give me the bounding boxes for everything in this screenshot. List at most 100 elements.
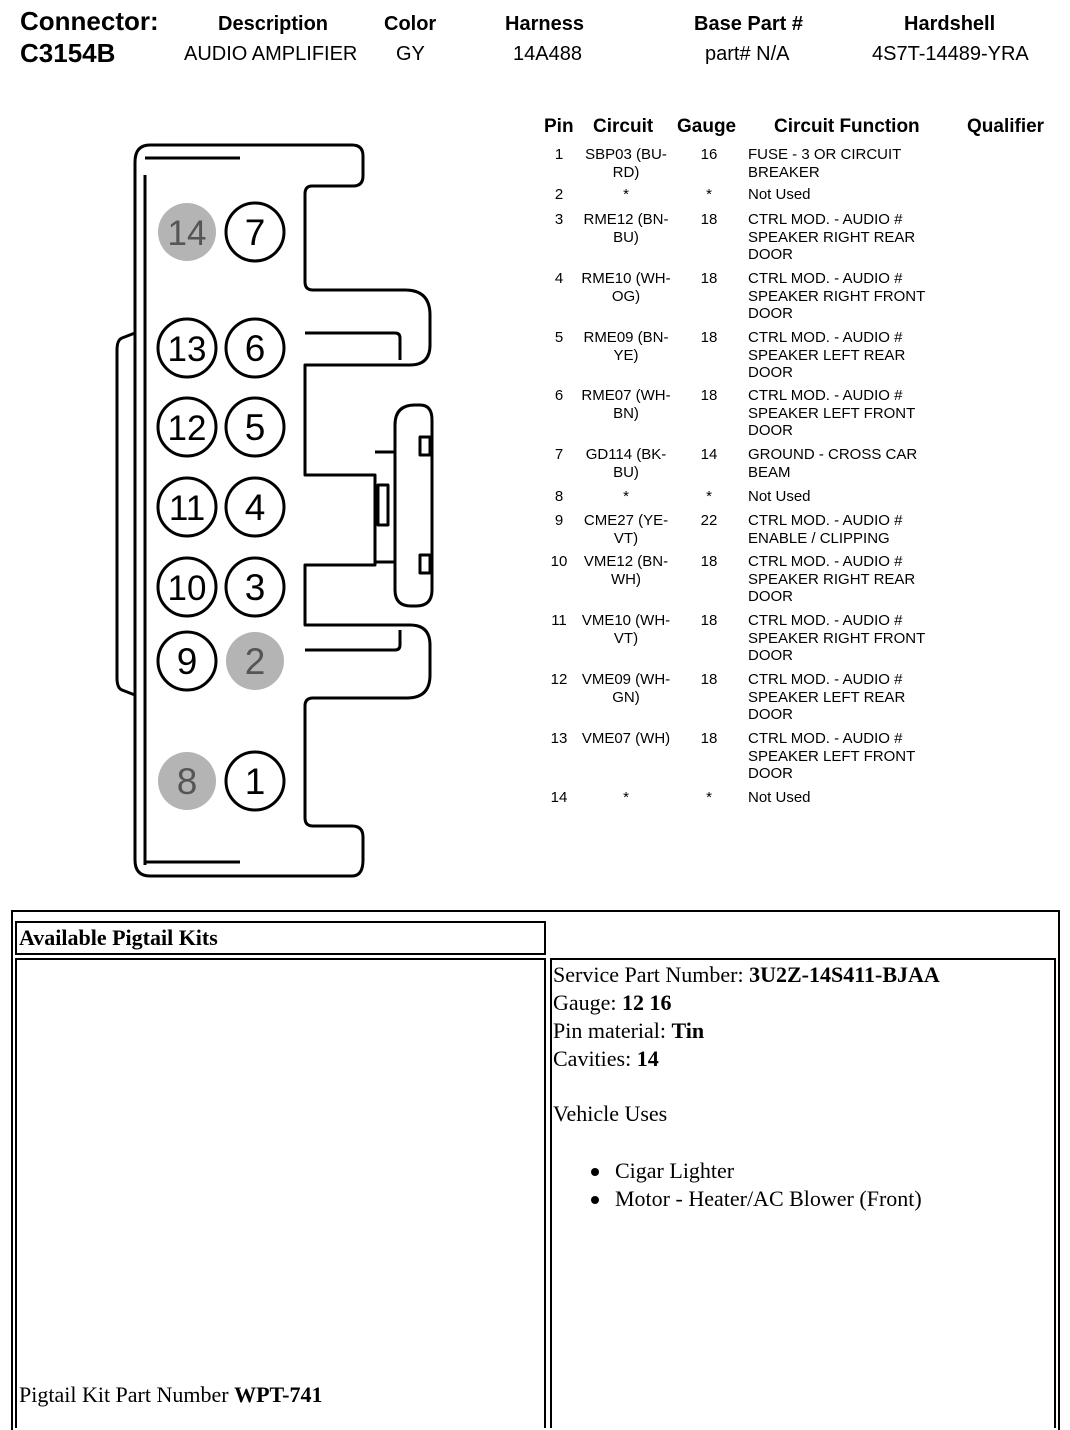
cavity-circle: [156, 396, 218, 458]
pin-number: 7: [554, 446, 564, 463]
circuit-function: GROUND - CROSS CAR BEAM: [748, 446, 918, 481]
circuit-function: CTRL MOD. - AUDIO # SPEAKER LEFT FRONT D…: [748, 730, 915, 782]
service-part-row: Service Part Number: 3U2Z-14S411-BJAA: [553, 962, 940, 988]
vehicle-use-item: Motor - Heater/AC Blower (Front): [615, 1186, 922, 1211]
wire-gauge: *: [706, 789, 712, 806]
kit-part-value: WPT-741: [234, 1382, 323, 1407]
pin-number: 9: [554, 512, 564, 529]
circuit-function: CTRL MOD. - AUDIO # SPEAKER RIGHT FRONT …: [748, 612, 925, 664]
wire-gauge: 18: [700, 387, 718, 404]
cavity-number: 8: [177, 761, 198, 802]
pin-material-value: Tin: [671, 1018, 705, 1043]
cavity-circle: [226, 632, 284, 690]
color-header: Color: [384, 13, 437, 35]
description-value: AUDIO AMPLIFIER: [184, 43, 358, 65]
service-part-label: Service Part Number:: [553, 962, 744, 987]
wire-gauge: 18: [700, 671, 718, 688]
gauge-label: Gauge:: [553, 990, 617, 1015]
cavity-14: 14: [158, 203, 216, 261]
pin-number: 10: [550, 553, 568, 570]
cavity-13: 13: [156, 317, 218, 379]
cavity-8: 8: [158, 752, 216, 810]
cavity-circle: [158, 752, 216, 810]
pin-material-row: Pin material: Tin: [553, 1018, 704, 1044]
circuit-function: CTRL MOD. - AUDIO # SPEAKER RIGHT REAR D…: [748, 211, 916, 263]
cavity-number: 5: [245, 407, 266, 448]
cavity-circle: [224, 317, 286, 379]
cavity-2: 2: [226, 632, 284, 690]
pin-number: 5: [554, 329, 564, 346]
circuit-name: RME09 (BN-YE): [583, 329, 669, 364]
wire-gauge: 18: [700, 211, 718, 228]
circuit-function: Not Used: [748, 789, 811, 806]
cavity-circle: [224, 396, 286, 458]
cavity-number: 10: [168, 569, 207, 608]
pin-number: 8: [554, 488, 564, 505]
gauge-column-header: Gauge: [677, 116, 737, 137]
wire-gauge: 18: [700, 612, 718, 629]
circuit-function: CTRL MOD. - AUDIO # SPEAKER LEFT REAR DO…: [748, 329, 906, 381]
cavities-value: 14: [636, 1046, 659, 1071]
gauge-row: Gauge: 12 16: [553, 990, 672, 1016]
circuit-function: Not Used: [748, 488, 811, 505]
function-column-header: Circuit Function: [774, 116, 920, 137]
pin-number: 1: [554, 146, 564, 163]
circuit-name: RME07 (WH-BN): [581, 387, 671, 422]
cavity-number: 3: [245, 567, 266, 608]
pigtail-details-box: [550, 958, 1056, 1428]
circuit-function: CTRL MOD. - AUDIO # ENABLE / CLIPPING: [748, 512, 903, 547]
pin-number: 2: [554, 186, 564, 203]
circuit-name: RME10 (WH-OG): [581, 270, 671, 305]
circuit-name: VME09 (WH-GN): [581, 671, 671, 706]
pin-number: 13: [550, 730, 568, 747]
qualifier-column-header: Qualifier: [967, 116, 1045, 137]
wire-gauge: 14: [700, 446, 718, 463]
circuit-name: VME07 (WH): [581, 730, 671, 747]
pin-number: 14: [550, 789, 568, 806]
circuit-name: VME12 (BN-WH): [583, 553, 669, 588]
cavity-circle: [158, 203, 216, 261]
bullet-icon: [591, 1196, 599, 1204]
cavity-5: 5: [224, 396, 286, 458]
cavity-circle: [224, 201, 286, 263]
cavity-number: 14: [168, 214, 207, 253]
cavity-number: 9: [177, 641, 198, 682]
circuit-function: FUSE - 3 OR CIRCUIT BREAKER: [748, 146, 902, 181]
circuit-function: CTRL MOD. - AUDIO # SPEAKER LEFT REAR DO…: [748, 671, 906, 723]
circuit-name: CME27 (YE-VT): [583, 512, 669, 547]
hardshell-header: Hardshell: [904, 13, 996, 35]
cavity-9: 9: [156, 630, 218, 692]
kit-part-label: Pigtail Kit Part Number: [19, 1382, 229, 1407]
pin-material-label: Pin material:: [553, 1018, 667, 1043]
pin-column-header: Pin: [544, 116, 574, 137]
circuit-function: CTRL MOD. - AUDIO # SPEAKER RIGHT REAR D…: [748, 553, 916, 605]
service-part-value: 3U2Z-14S411-BJAA: [749, 962, 940, 987]
circuit-name: GD114 (BK-BU): [585, 446, 667, 481]
cavity-number: 11: [169, 489, 205, 528]
wire-gauge: *: [706, 186, 712, 203]
cavity-circle: [156, 317, 218, 379]
cavity-number: 13: [168, 330, 207, 369]
cavity-number: 2: [245, 641, 266, 682]
circuit-name: SBP03 (BU-RD): [585, 146, 667, 181]
cavity-10: 10: [156, 556, 218, 618]
pin-number: 11: [551, 612, 567, 629]
color-value: GY: [396, 43, 425, 65]
circuit-function: CTRL MOD. - AUDIO # SPEAKER LEFT FRONT D…: [748, 387, 915, 439]
harness-header: Harness: [505, 13, 584, 35]
cavity-number: 12: [168, 409, 207, 448]
pin-number: 3: [554, 211, 564, 228]
circuit-column-header: Circuit: [593, 116, 654, 137]
wire-gauge: 22: [700, 512, 718, 529]
cavities-row: Cavities: 14: [553, 1046, 659, 1072]
wire-gauge: 18: [700, 329, 718, 346]
bullet-icon: [591, 1168, 599, 1176]
cavity-12: 12: [156, 396, 218, 458]
harness-value: 14A488: [513, 43, 582, 65]
cavity-number: 6: [245, 328, 266, 369]
cavity-circle: [156, 556, 218, 618]
connector-id: C3154B: [20, 38, 116, 68]
pigtail-section: [11, 910, 1060, 1430]
